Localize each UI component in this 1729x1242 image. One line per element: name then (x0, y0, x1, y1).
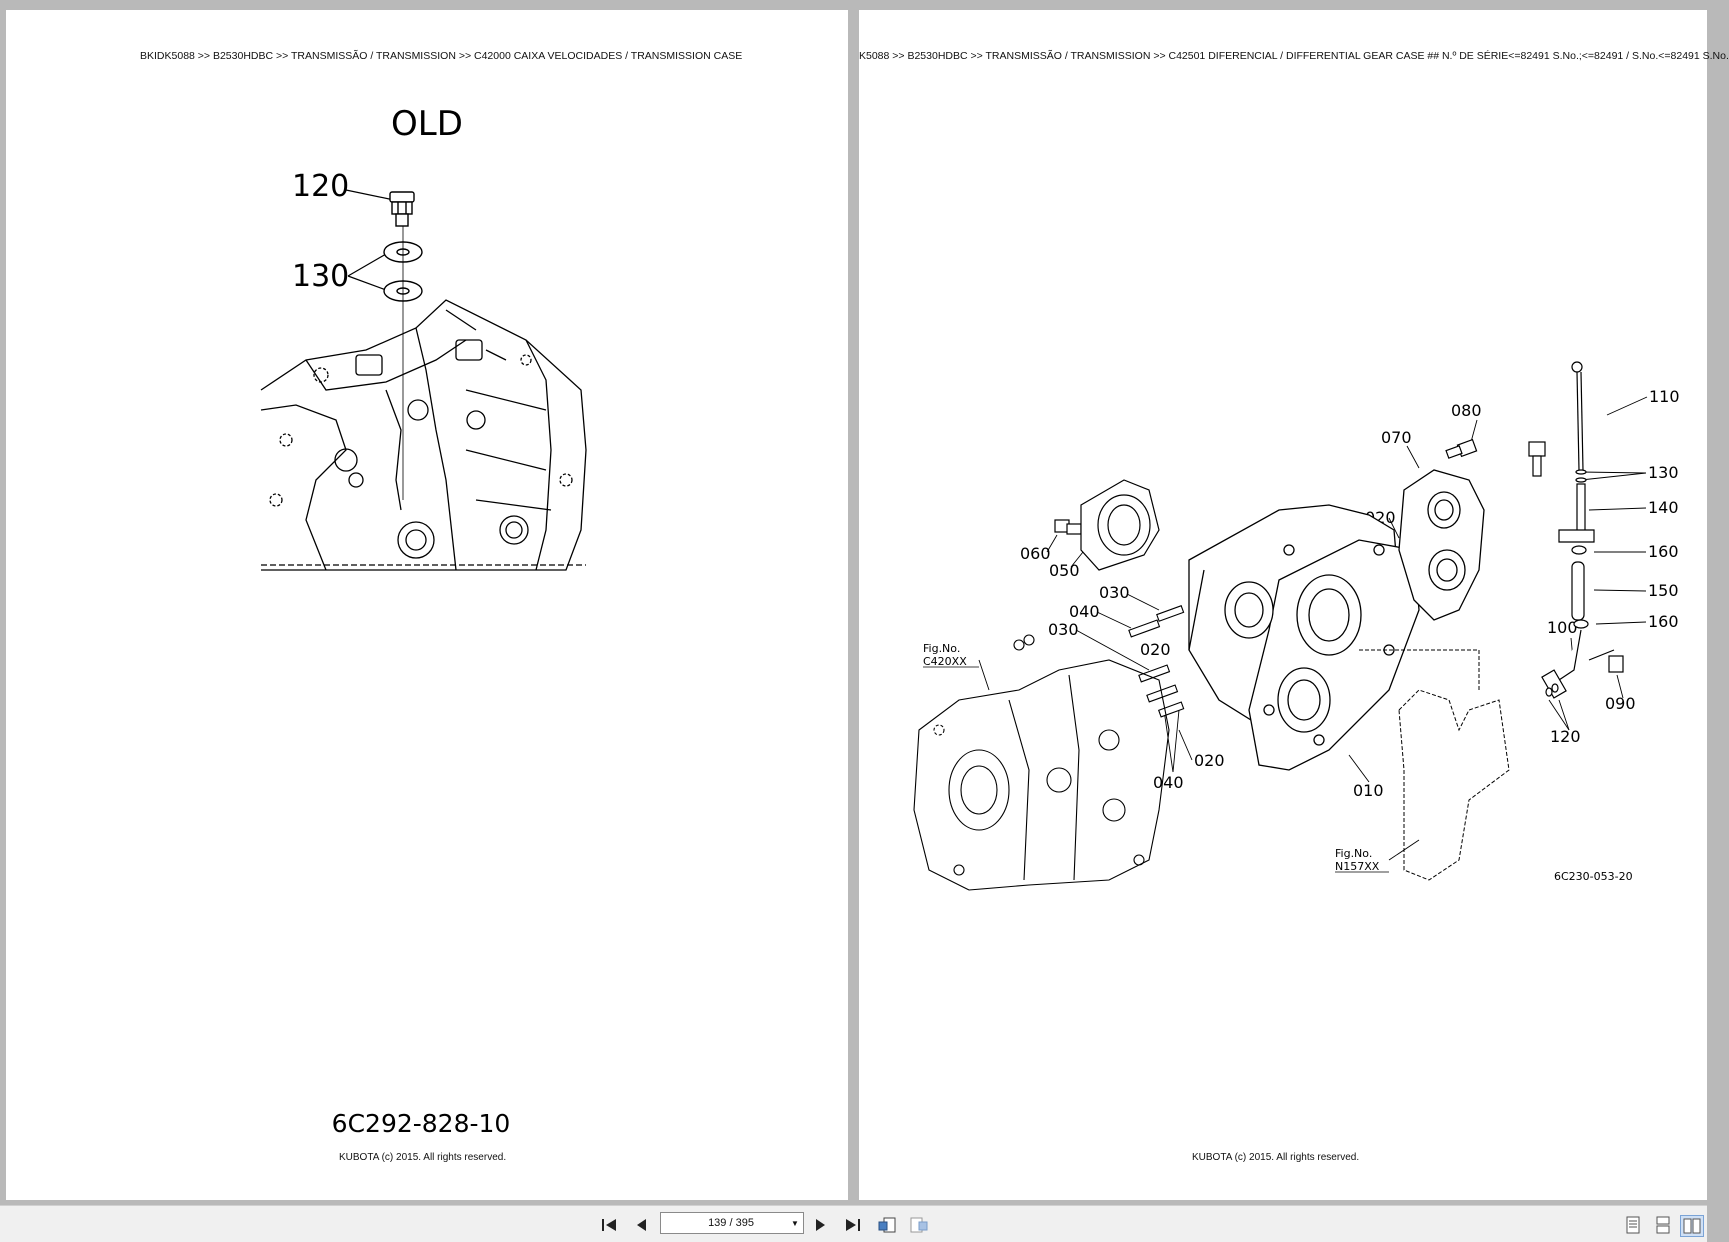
part-number: 6C292-828-10 (332, 1109, 511, 1138)
callout-050: 050 (1049, 561, 1080, 580)
last-page-icon[interactable] (842, 1215, 864, 1235)
callout-090: 090 (1605, 694, 1636, 713)
differential-case-part (1188, 504, 1420, 771)
single-page-view-icon[interactable] (1622, 1215, 1644, 1235)
callout-040: 040 (1153, 773, 1184, 792)
go-forward-view-icon[interactable] (908, 1215, 930, 1235)
callout-080: 080 (1451, 401, 1482, 420)
fig-ref-label: Fig.No. (1335, 847, 1372, 860)
callout-070: 070 (1381, 428, 1412, 447)
callout-020: 020 (1194, 751, 1225, 770)
callout-020: 020 (1140, 640, 1171, 659)
callout-160: 160 (1648, 612, 1679, 631)
drawing-code: 6C230-053-20 (1554, 870, 1633, 883)
viewer-toolbar: 139 / 395 ▼ (0, 1205, 1707, 1242)
old-label: OLD (391, 104, 463, 144)
transmission-case-drawing: OLD 120 130 (260, 104, 587, 1138)
fig-ref-label: Fig.No. (923, 642, 960, 655)
callout-120: 120 (1550, 727, 1581, 746)
chevron-down-icon[interactable]: ▼ (791, 1218, 799, 1228)
callout-150: 150 (1648, 581, 1679, 600)
callout-010: 010 (1353, 781, 1384, 800)
callout-110: 110 (1649, 387, 1680, 406)
differential-gear-case-drawing: 110 080 070 130 140 020 160 060 050 020 … (913, 361, 1680, 891)
previous-page-icon[interactable] (630, 1215, 652, 1235)
callout-120: 120 (292, 169, 349, 204)
callout-130: 130 (292, 259, 349, 294)
callout-130: 130 (1648, 463, 1679, 482)
two-page-view-icon[interactable] (1680, 1215, 1704, 1237)
pdf-page-right: K5088 >> B2530HDBC >> TRANSMISSÃO / TRAN… (859, 10, 1729, 1200)
callout-030: 030 (1048, 620, 1079, 639)
copyright-notice: KUBOTA (c) 2015. All rights reserved. (1192, 1152, 1360, 1163)
first-page-icon[interactable] (598, 1215, 620, 1235)
callout-100: 100 (1547, 618, 1578, 637)
dipstick-part (1541, 361, 1624, 699)
page-number-input[interactable]: 139 / 395 ▼ (660, 1212, 804, 1234)
transmission-housing (260, 299, 587, 571)
pdf-page-left: BKIDK5088 >> B2530HDBC >> TRANSMISSÃO / … (6, 10, 848, 1200)
copyright-notice: KUBOTA (c) 2015. All rights reserved. (339, 1152, 507, 1163)
page-breadcrumb: BKIDK5088 >> B2530HDBC >> TRANSMISSÃO / … (140, 50, 743, 62)
callout-160: 160 (1648, 542, 1679, 561)
drain-plug-part (389, 191, 415, 227)
bearing-holder-part (1080, 479, 1160, 571)
go-back-view-icon[interactable] (876, 1215, 898, 1235)
fig-ref-code: C420XX (923, 655, 967, 668)
bolt-part (1054, 438, 1546, 535)
cover-part (1398, 469, 1485, 621)
callout-140: 140 (1648, 498, 1679, 517)
bracket-reference (1359, 649, 1510, 881)
next-page-icon[interactable] (810, 1215, 832, 1235)
continuous-view-icon[interactable] (1652, 1215, 1674, 1235)
fig-ref-code: N157XX (1335, 860, 1380, 873)
document-viewport[interactable]: BKIDK5088 >> B2530HDBC >> TRANSMISSÃO / … (0, 0, 1729, 1205)
page-indicator: 139 / 395 (708, 1217, 754, 1229)
transmission-case-reference (913, 634, 1170, 891)
callout-060: 060 (1020, 544, 1051, 563)
callout-040: 040 (1069, 602, 1100, 621)
page-breadcrumb: K5088 >> B2530HDBC >> TRANSMISSÃO / TRAN… (859, 50, 1729, 62)
stud-part (1128, 605, 1185, 718)
callout-030: 030 (1099, 583, 1130, 602)
